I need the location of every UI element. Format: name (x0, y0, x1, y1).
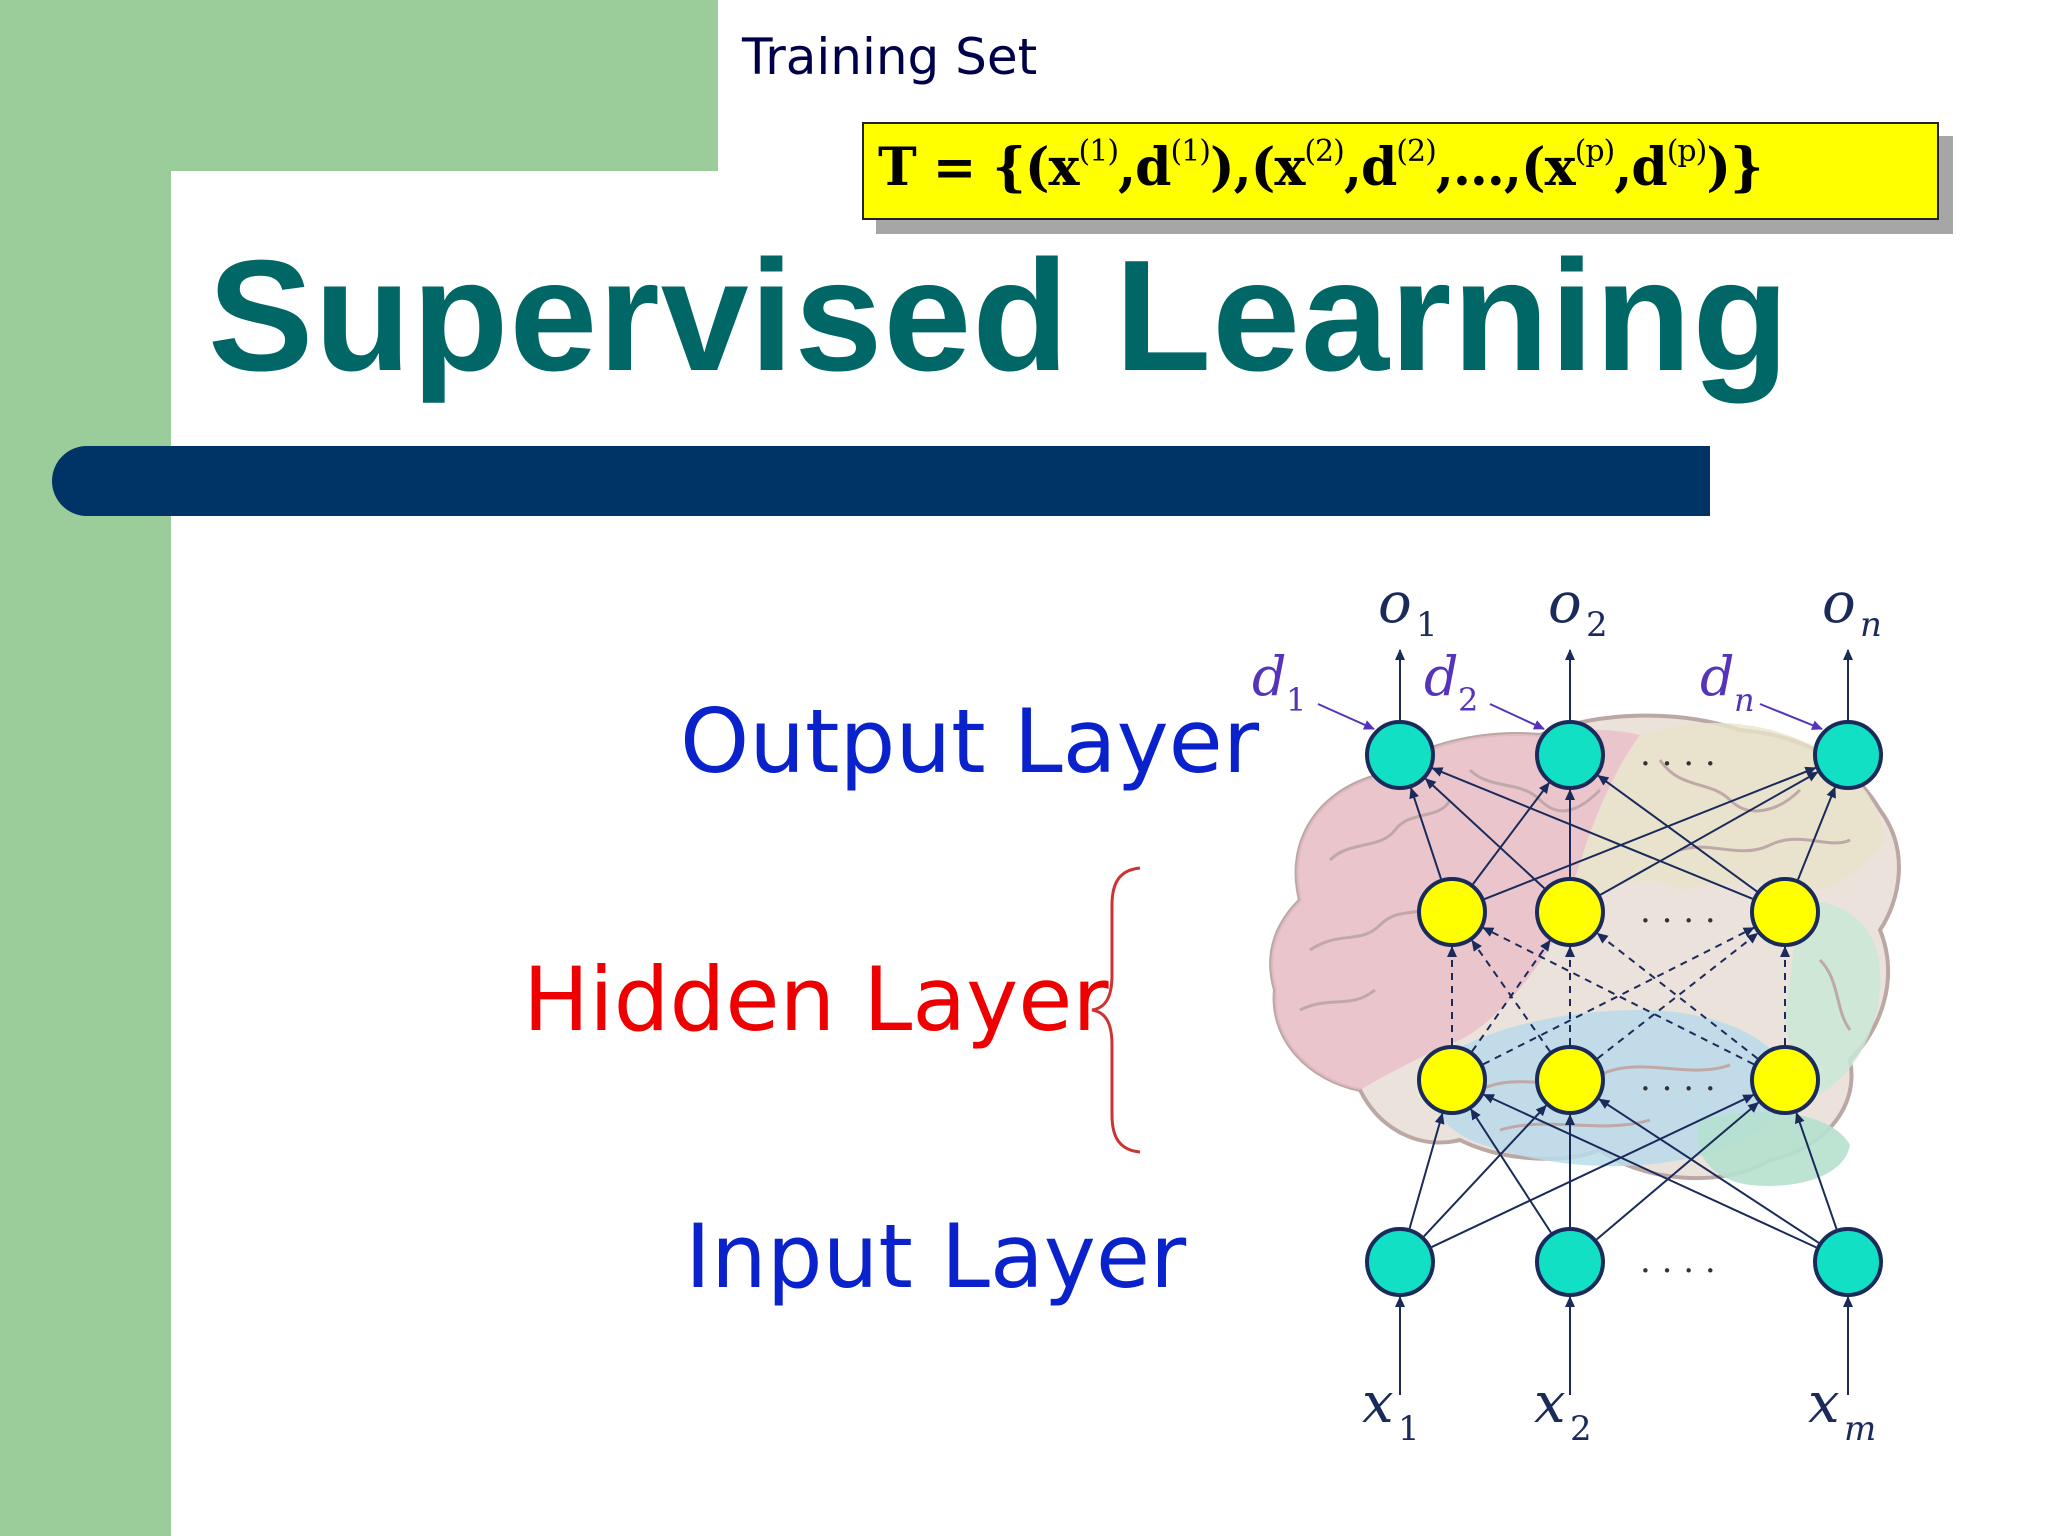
target-symbol: d (1252, 645, 1287, 708)
hidden-node-upper (1750, 877, 1820, 947)
hidden-to-output-arrow (1472, 782, 1550, 885)
hidden-node-lower (1535, 1045, 1605, 1115)
output-subscript: 1 (1416, 605, 1438, 645)
hidden-to-output-arrow (1599, 771, 1819, 896)
input-layer-label: Input Layer (685, 1205, 1187, 1308)
top-left-decoration (0, 0, 718, 171)
hidden-to-output-arrow (1409, 787, 1442, 880)
input-symbol: x (1808, 1371, 1840, 1436)
hidden-layer-label: Hidden Layer (523, 948, 1109, 1051)
brain-illustration (1269, 713, 1901, 1186)
input-to-hidden-arrow (1482, 1093, 1817, 1249)
input-subscript: m (1844, 1409, 1876, 1449)
target-subscript: 1 (1286, 681, 1306, 719)
output-symbol: o (1548, 571, 1582, 636)
training-set-label: Training Set (742, 28, 1038, 86)
input-node (1365, 1227, 1435, 1297)
output-subscript: 2 (1586, 605, 1608, 645)
hidden-to-output-arrow (1597, 774, 1758, 893)
output-node (1535, 720, 1605, 790)
input-node (1535, 1227, 1605, 1297)
formula-prefix: T = {( (878, 137, 1050, 198)
hidden-to-output-arrow (1797, 786, 1836, 880)
target-symbol: d (1424, 645, 1459, 708)
formula-comma: , (1343, 137, 1362, 198)
network-connections (1317, 649, 1853, 1395)
hidden-layer-brace (1091, 866, 1141, 1154)
hidden-to-hidden-arrow (1482, 926, 1755, 1066)
formula-suffix: )} (1706, 137, 1763, 198)
output-node (1813, 720, 1883, 790)
input-subscript: 1 (1398, 1409, 1420, 1449)
formula-separator: ),( (1210, 137, 1275, 198)
formula-x: x (1544, 137, 1576, 198)
target-subscript: n (1734, 681, 1755, 719)
ellipsis-dots: . . . . (1640, 891, 1716, 931)
formula-d-superscript: (1) (1170, 134, 1211, 169)
formula-ellipsis: ,…,( (1435, 137, 1546, 198)
hidden-node-upper (1535, 877, 1605, 947)
hidden-to-hidden-arrow (1596, 932, 1759, 1060)
formula-x-superscript: (p) (1574, 134, 1616, 169)
output-symbol: o (1822, 571, 1856, 636)
input-node (1813, 1227, 1883, 1297)
hidden-node-lower (1417, 1045, 1487, 1115)
page-title: Supervised Learning (208, 228, 1790, 404)
ellipsis-dots: . . . . (1640, 734, 1716, 774)
input-to-hidden-arrow (1423, 1104, 1547, 1238)
hidden-to-hidden-arrow (1596, 932, 1759, 1060)
title-underline-bar (52, 446, 1710, 516)
input-symbol: x (1534, 1371, 1566, 1436)
network-nodes (1365, 720, 1883, 1297)
formula-d: d (1135, 137, 1171, 198)
output-symbol: o (1378, 571, 1412, 636)
ellipsis-dots: . . . . (1640, 1059, 1716, 1099)
hidden-to-hidden-arrow (1482, 926, 1755, 1066)
target-subscript: 2 (1458, 681, 1478, 719)
target-arrow (1489, 703, 1545, 730)
formula-x: x (1274, 137, 1305, 198)
formula-x-superscript: (1) (1078, 134, 1119, 169)
formula-text: T = {(x(1),d(1)),(x(2),d(2),…,(x(p),d(p)… (878, 134, 1763, 198)
input-to-hidden-arrow (1596, 1101, 1760, 1241)
brain-cerebellum (1697, 1112, 1850, 1186)
hidden-to-output-arrow (1424, 778, 1545, 889)
formula-d: d (1631, 137, 1667, 198)
output-layer-label: Output Layer (680, 690, 1260, 793)
formula-d: d (1360, 137, 1397, 198)
formula-d-superscript: (2) (1396, 134, 1436, 169)
hidden-node-upper (1417, 877, 1487, 947)
input-to-hidden-arrow (1431, 1094, 1755, 1248)
input-to-hidden-arrow (1408, 1112, 1445, 1229)
target-arrow (1317, 703, 1375, 730)
formula-comma: , (1614, 137, 1632, 198)
formula-x-superscript: (2) (1304, 134, 1344, 169)
input-subscript: 2 (1570, 1409, 1592, 1449)
hidden-node-lower (1750, 1045, 1820, 1115)
training-set-formula: T = {(x(1),d(1)),(x(2),d(2),…,(x(p),d(p)… (862, 122, 1939, 220)
sidebar-decoration (0, 0, 171, 1536)
formula-comma: , (1118, 137, 1136, 198)
formula-x: x (1048, 137, 1080, 198)
ellipsis-dots: . . . . (1640, 1241, 1716, 1281)
target-symbol: d (1700, 645, 1735, 708)
output-node (1365, 720, 1435, 790)
input-symbol: x (1362, 1371, 1394, 1436)
hidden-to-output-arrow (1484, 766, 1817, 901)
output-subscript: n (1860, 605, 1882, 645)
brain-occipital-lobe (1786, 900, 1881, 1100)
input-to-hidden-arrow (1794, 1112, 1838, 1230)
formula-d-superscript: (p) (1666, 134, 1708, 169)
input-to-hidden-arrow (1598, 1098, 1820, 1244)
target-arrow (1759, 703, 1823, 730)
hidden-to-output-arrow (1431, 767, 1753, 900)
hidden-to-hidden-arrow (1471, 939, 1551, 1052)
input-to-hidden-arrow (1470, 1108, 1552, 1234)
